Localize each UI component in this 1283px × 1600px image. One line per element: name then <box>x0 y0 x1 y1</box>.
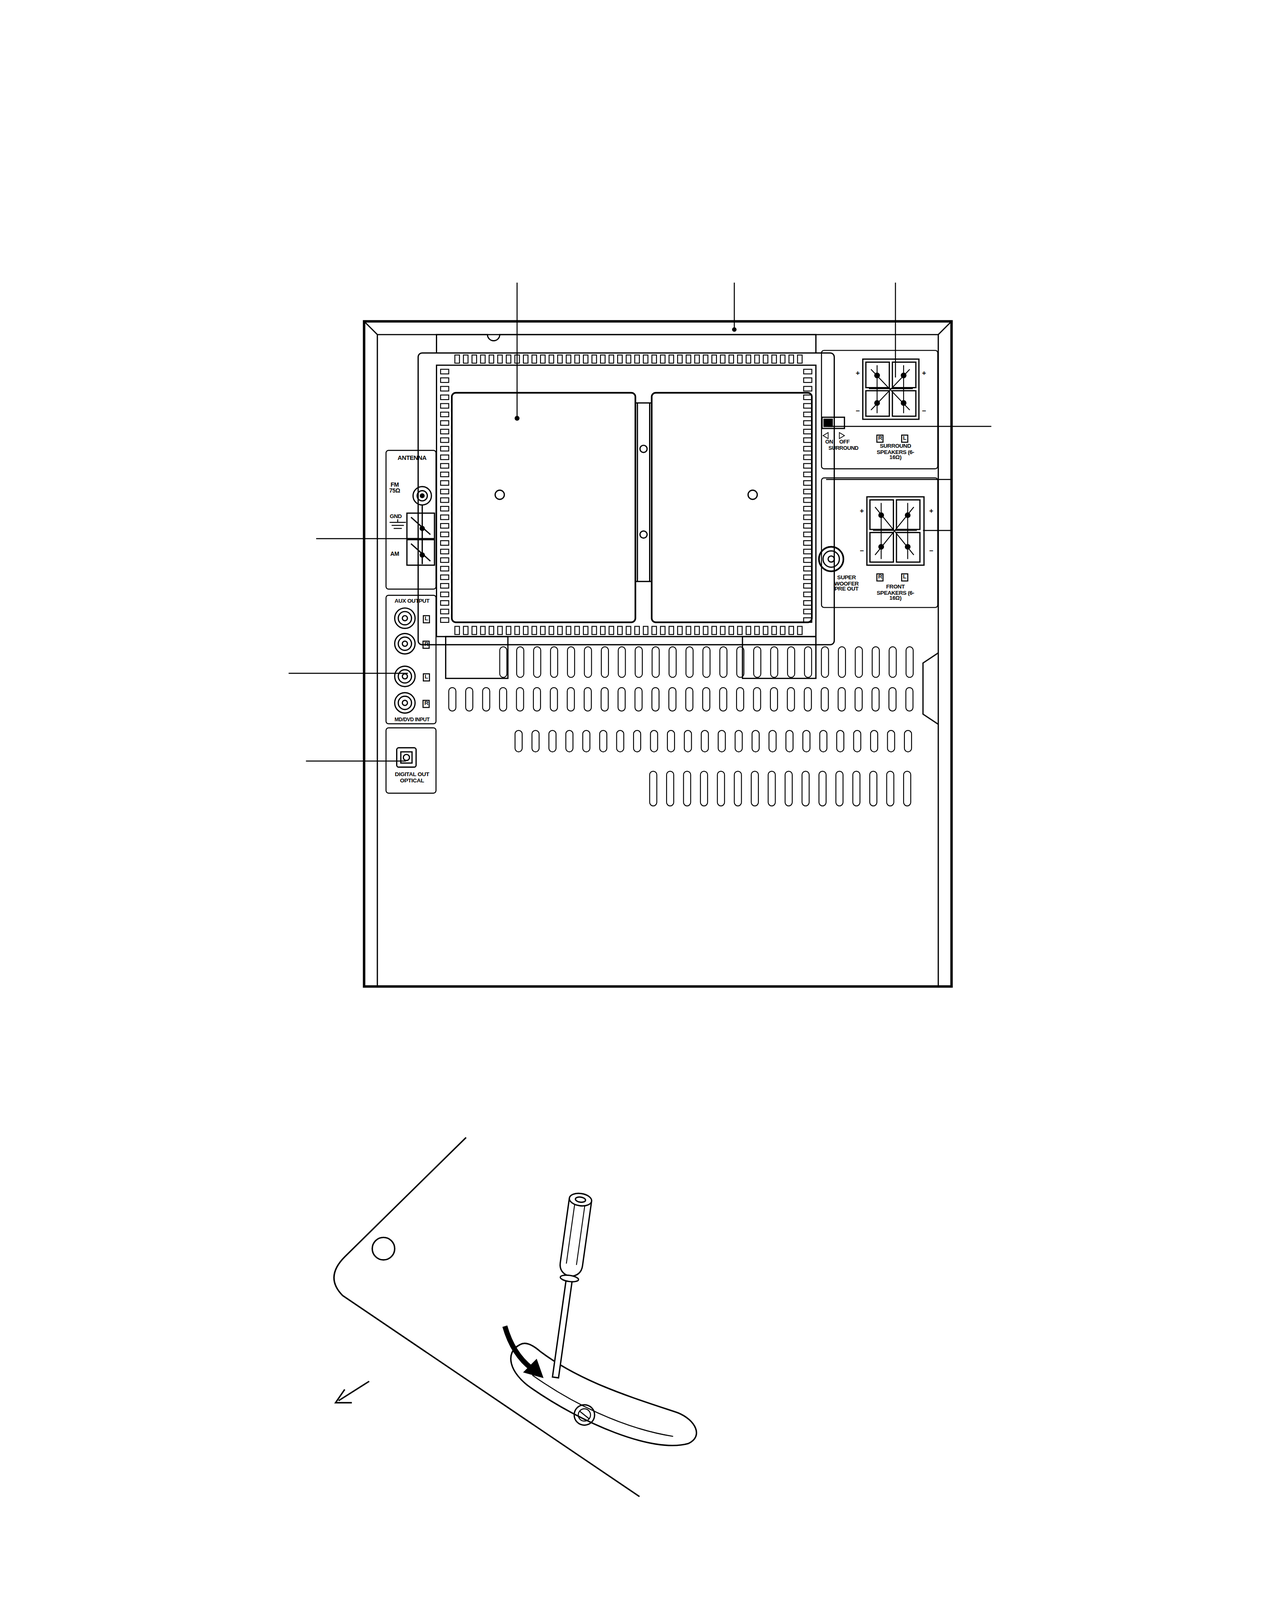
channel-letter: R <box>876 434 884 443</box>
channel-letter: L <box>422 615 431 623</box>
panel-text: AM <box>390 551 400 558</box>
panel-text: OFF <box>839 439 850 446</box>
channel-letter: R <box>422 699 431 708</box>
panel-text: GND <box>389 514 402 521</box>
panel-text: DIGITAL OUT OPTICAL <box>391 772 433 784</box>
panel-text: MD/DVD INPUT <box>386 716 438 722</box>
panel-text: SURROUND <box>828 445 859 451</box>
polarity-mark: – <box>860 546 864 554</box>
channel-letter: R <box>876 573 884 581</box>
channel-letter: R <box>422 640 431 649</box>
panel-text: FM 75Ω <box>387 482 402 495</box>
connector-panel: ANTENNA FM 75Ω GND AM <box>385 449 437 590</box>
panel-text: ON <box>825 439 834 446</box>
panel-text: FRONT SPEAKERS (6-16Ω) <box>873 584 917 602</box>
polarity-mark: + <box>859 506 864 514</box>
channel-letter: L <box>422 673 431 681</box>
polarity-mark: + <box>929 506 934 514</box>
polarity-mark: + <box>855 369 861 377</box>
panel-text: AUX OUTPUT <box>387 598 437 605</box>
channel-letter: L <box>901 573 909 581</box>
connector-panel: SUPER WOOFER PRE OUT R L FRONT SPEAKERS (6-… <box>821 477 939 609</box>
connector-panel: AUX OUTPUT L R L R MD/DVD INPUT <box>385 594 437 724</box>
panel-text: SUPER WOOFER PRE OUT <box>828 575 866 593</box>
panel-text: ANTENNA <box>387 454 437 462</box>
channel-letter: L <box>901 434 909 443</box>
connector-panel: ON OFFSURROUND R LSURROUND SPEAKERS (6-16Ω) <box>821 349 939 469</box>
polarity-mark: + <box>922 369 927 377</box>
connector-panel: DIGITAL OUT OPTICAL <box>385 727 437 794</box>
polarity-mark: – <box>922 407 926 415</box>
polarity-mark: – <box>855 407 860 415</box>
panel-text: SURROUND SPEAKERS (6-16Ω) <box>873 443 917 461</box>
polarity-mark: – <box>929 546 933 554</box>
